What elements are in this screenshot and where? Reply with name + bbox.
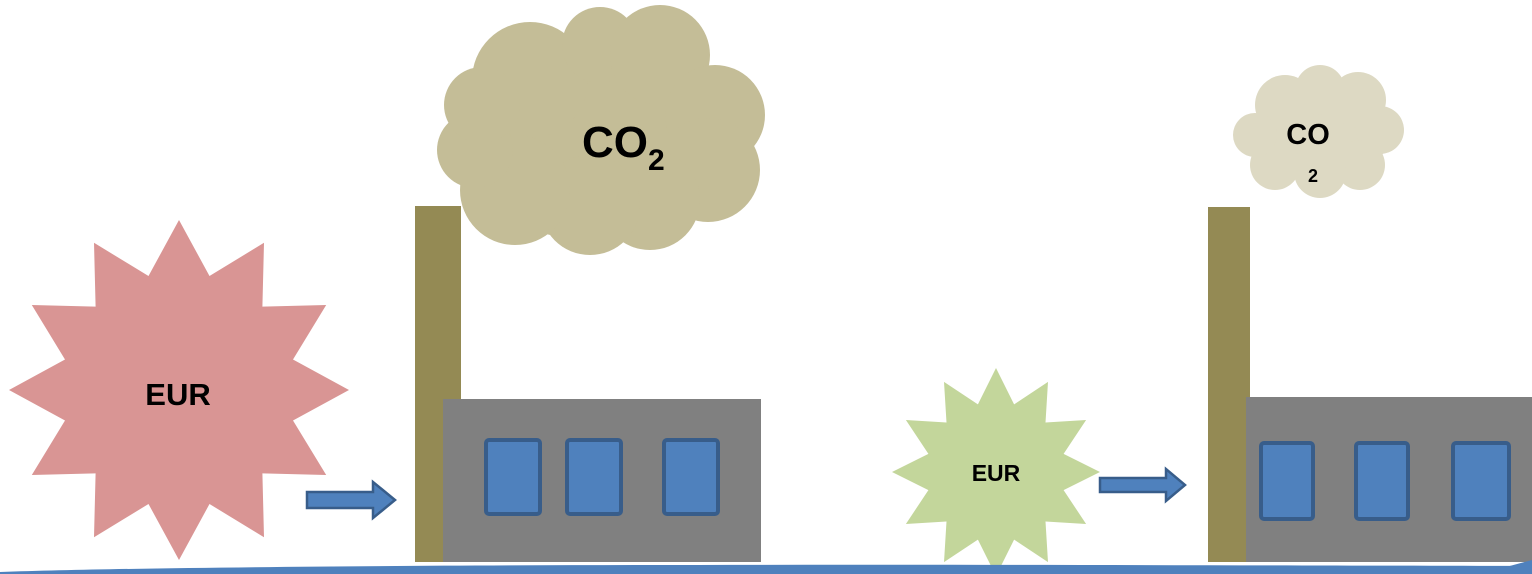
factory-window	[662, 438, 720, 516]
chimney-small	[1208, 207, 1250, 562]
right-arrow-icon	[305, 479, 397, 521]
eur-starburst-small	[892, 368, 1100, 574]
slide-swoosh-corner	[1480, 560, 1532, 574]
co2-text: CO	[582, 118, 648, 167]
eur-label-small: EUR	[972, 460, 1021, 486]
factory-window	[484, 438, 542, 516]
co2-cloud-large	[437, 5, 765, 255]
scenario-low-cost: EUR CO 2	[892, 65, 1532, 574]
scenario-high-cost: EUR CO2	[9, 5, 765, 562]
factory-window	[1259, 441, 1315, 521]
slide-swoosh-decoration	[0, 564, 1532, 574]
eur-label-large: EUR	[145, 377, 210, 412]
co2-label-large: CO2	[582, 118, 665, 177]
right-arrow-icon	[1098, 466, 1187, 504]
factory-window	[1451, 441, 1511, 521]
co2-cloud-small	[1233, 65, 1404, 198]
co2-label-small: CO	[1286, 119, 1330, 151]
co2-subscript: 2	[648, 144, 665, 177]
factory-window	[1354, 441, 1410, 521]
eur-starburst-large	[9, 220, 349, 560]
co2-subscript-small: 2	[1308, 166, 1318, 186]
factory-window	[565, 438, 623, 516]
